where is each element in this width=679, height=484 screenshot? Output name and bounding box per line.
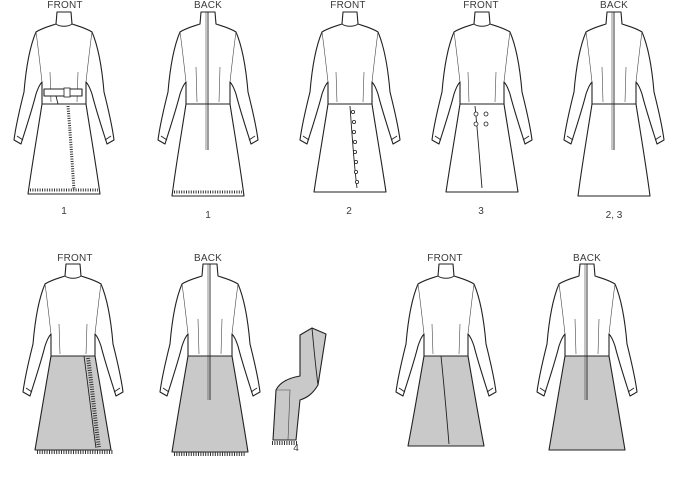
dress-view-2-front [299, 11, 401, 193]
button-column [350, 110, 359, 184]
view-number-2: 2 [346, 206, 352, 217]
view-label-back-1: BACK [193, 0, 223, 11]
view-number-3: 3 [478, 206, 484, 217]
dress-view-1-front [13, 11, 115, 195]
view-number-1-back: 1 [205, 210, 211, 221]
dress-view-23-back [563, 11, 665, 197]
dress-view-4-back [159, 263, 261, 456]
dress-view-1-back [157, 11, 259, 197]
dress-view-3-front [431, 11, 533, 193]
dress-view-5-front [395, 263, 497, 447]
view-label-back-4: BACK [193, 253, 223, 264]
dress-view-4-front [22, 263, 124, 454]
view-label-front-1: FRONT [47, 0, 83, 11]
view-label-front-4: FRONT [57, 253, 93, 264]
view-label-front-3: FRONT [463, 0, 499, 11]
view-label-back-23: BACK [599, 0, 629, 11]
view-label-front-2: FRONT [330, 0, 366, 11]
dress-view-5-back [536, 263, 638, 451]
view-label-back-5: BACK [572, 253, 602, 264]
stole-illustration [272, 327, 327, 445]
view-number-4-stole: 4 [293, 443, 299, 454]
view-label-front-5: FRONT [427, 253, 463, 264]
view-number-23: 2, 3 [605, 210, 623, 221]
view-number-1-front: 1 [61, 206, 67, 217]
